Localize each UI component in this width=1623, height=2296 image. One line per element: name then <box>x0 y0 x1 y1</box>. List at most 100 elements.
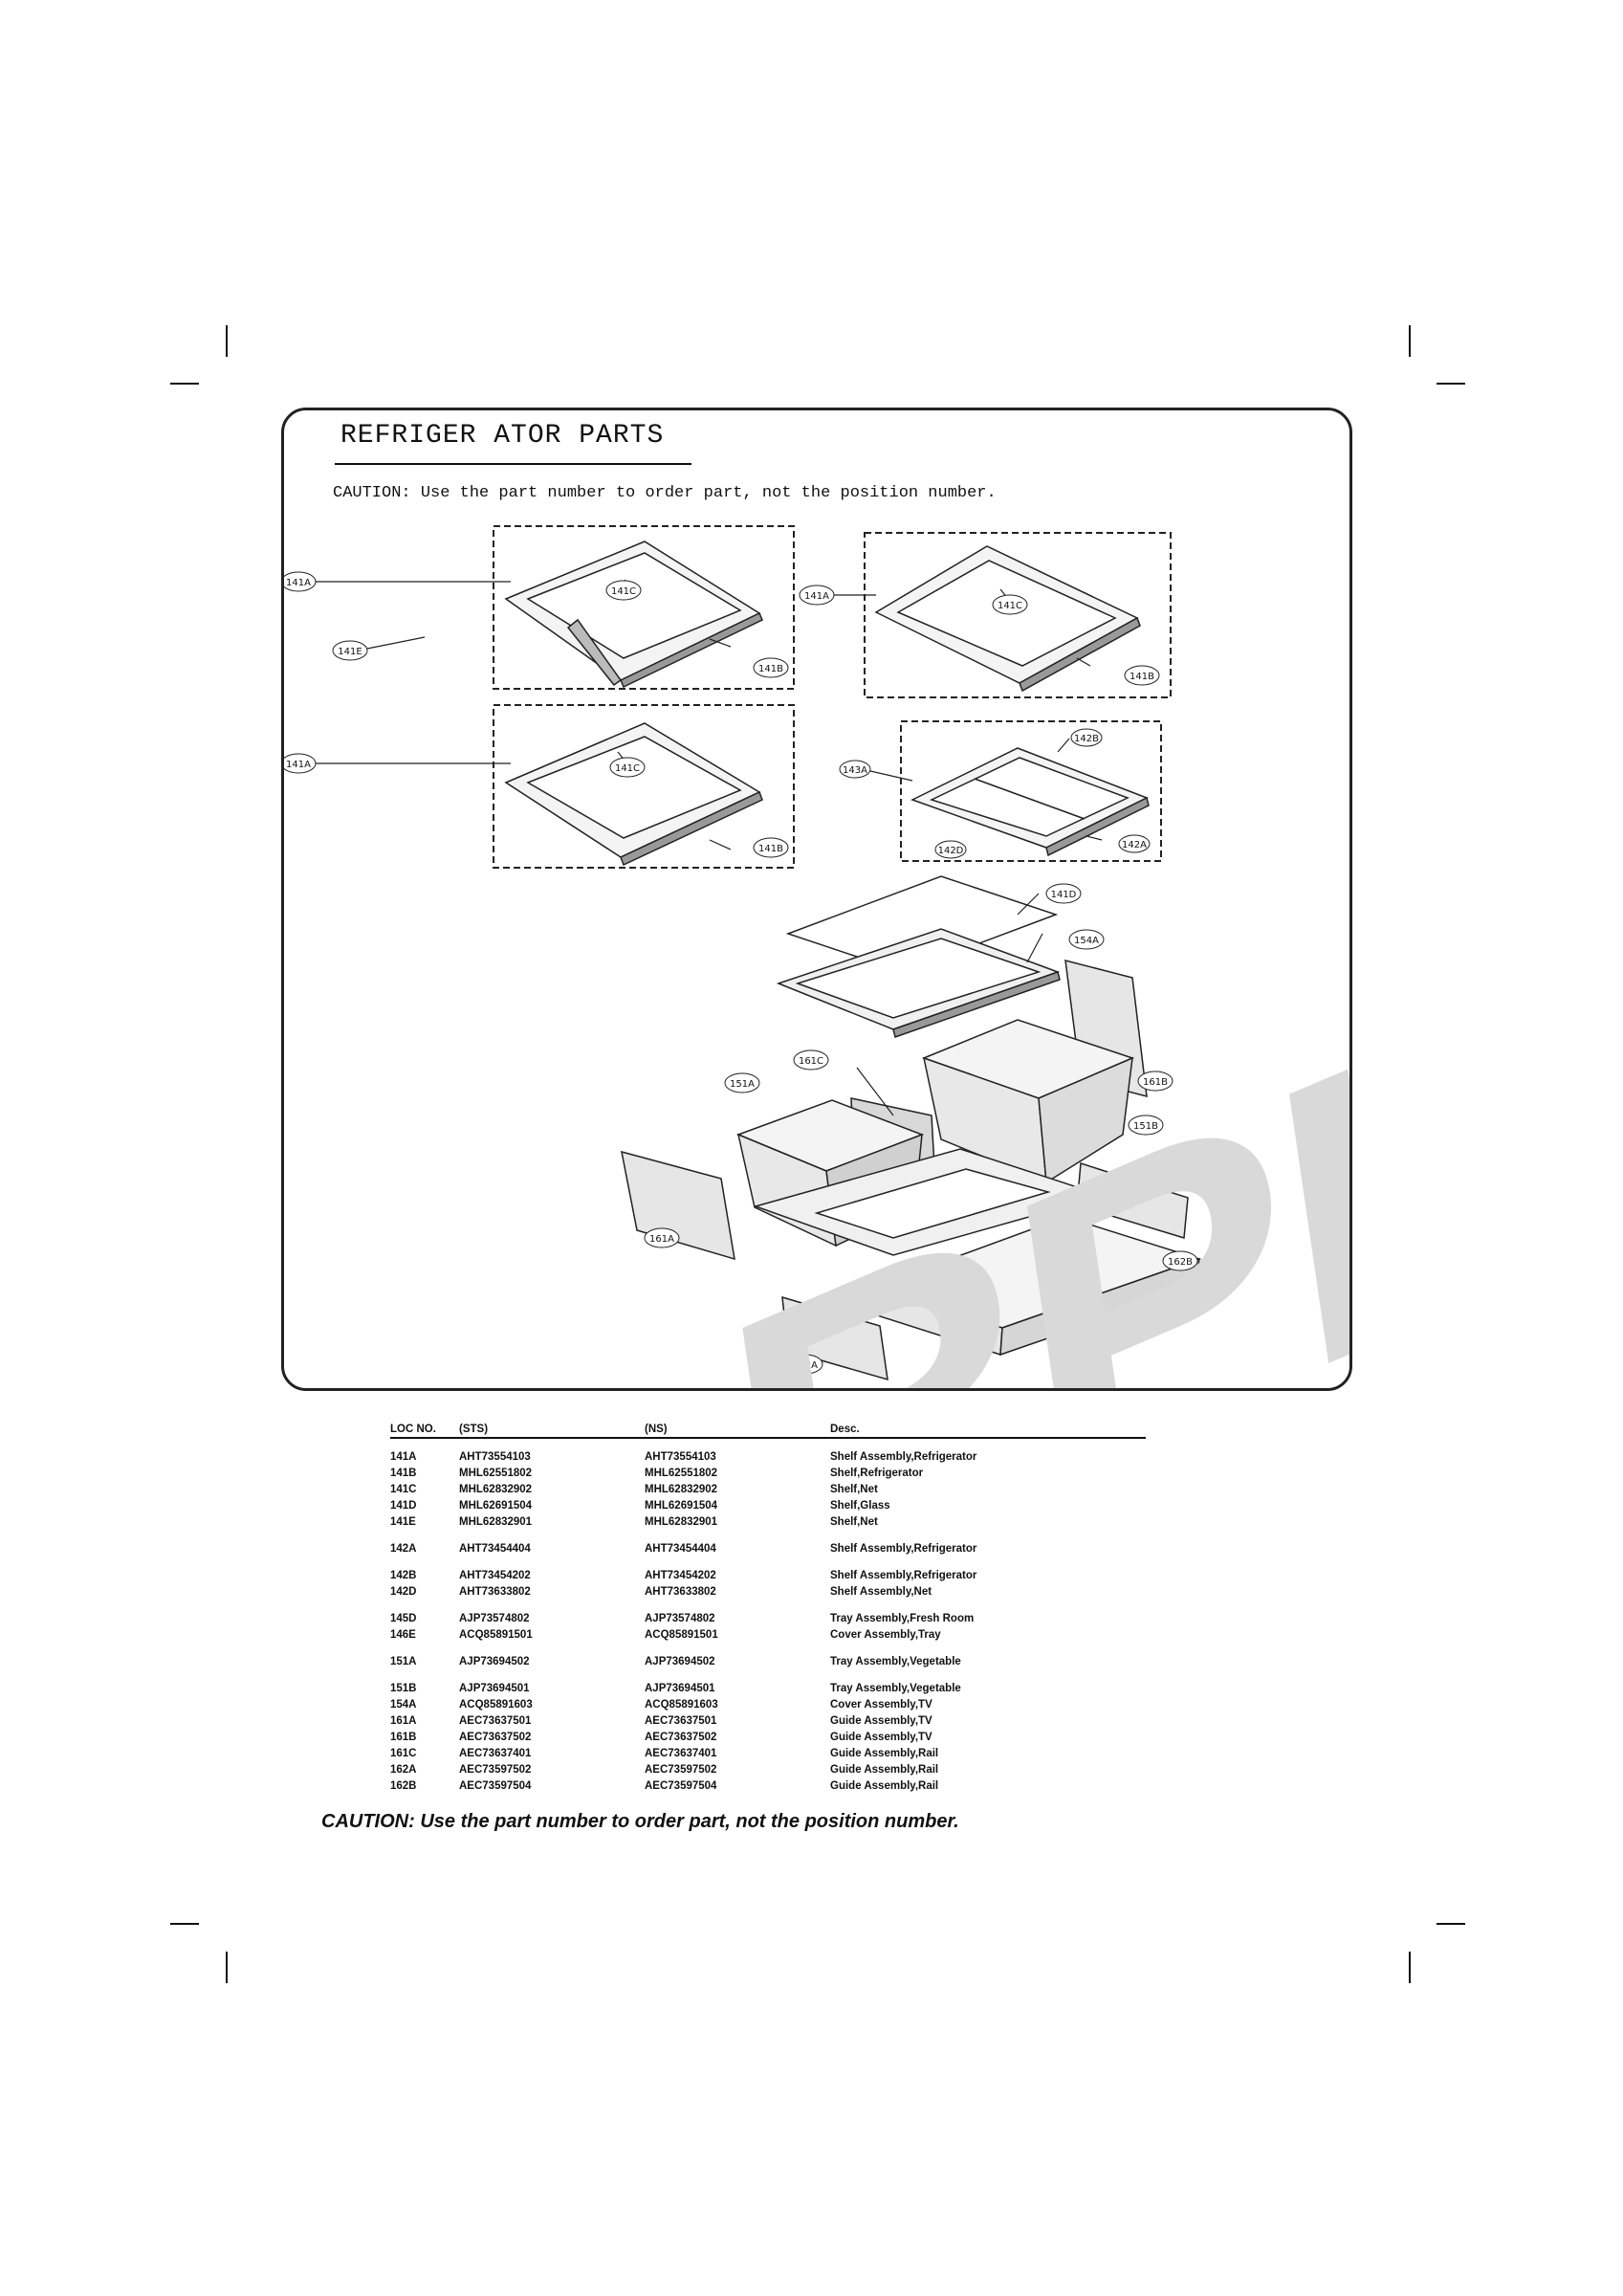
crop-mark-tl-v <box>226 325 228 357</box>
callout-b3: 141B <box>1124 665 1160 686</box>
svg-text:141B: 141B <box>1130 672 1154 682</box>
cell-sts: AEC73637401 <box>459 1748 532 1759</box>
cell-desc: Cover Assembly,TV <box>830 1699 932 1711</box>
cell-ns: AJP73694501 <box>645 1683 715 1694</box>
shelf-assembly-d <box>910 747 1150 857</box>
vegetable-tray-right <box>921 1019 1135 1184</box>
cell-ns: ACQ85891501 <box>645 1629 718 1641</box>
cell-sts: MHL62832902 <box>459 1484 533 1495</box>
cell-sts: MHL62832901 <box>459 1516 533 1528</box>
cell-desc: Tray Assembly,Fresh Room <box>830 1613 975 1624</box>
cell-ns: AJP73574802 <box>645 1613 715 1624</box>
cell-ns: AEC73597502 <box>645 1764 717 1776</box>
shelf-assembly-c <box>504 722 763 867</box>
cell-ns: AEC73637501 <box>645 1715 717 1727</box>
crop-mark-br-v <box>1409 1952 1411 1983</box>
callout-e9: 162A <box>787 1354 823 1375</box>
callout-a3: 141E <box>332 640 368 661</box>
callout-c2: 141C <box>609 757 646 778</box>
svg-text:141E: 141E <box>338 647 362 657</box>
svg-text:141B: 141B <box>758 664 783 674</box>
crop-mark-br-h <box>1437 1923 1465 1925</box>
callout-c1: 141A <box>281 753 317 774</box>
cell-loc: 146E <box>390 1629 416 1641</box>
cell-loc: 161C <box>390 1748 417 1759</box>
cell-sts: AEC73637502 <box>459 1732 532 1743</box>
cell-loc: 161A <box>390 1715 417 1727</box>
group-box-d <box>900 720 1162 862</box>
cell-loc: 161B <box>390 1732 417 1743</box>
cell-ns: AEC73637502 <box>645 1732 717 1743</box>
cell-loc: 141E <box>390 1516 416 1528</box>
parts-diagram: RPI <box>281 408 1352 1391</box>
svg-text:161B: 161B <box>1143 1077 1168 1088</box>
cell-desc: Shelf,Glass <box>830 1500 890 1512</box>
cell-desc: Cover Assembly,Tray <box>830 1629 941 1641</box>
cell-desc: Shelf Assembly,Refrigerator <box>830 1451 977 1463</box>
cell-ns: MHL62551802 <box>645 1468 718 1479</box>
cell-ns: AHT73454202 <box>645 1570 716 1581</box>
title-underline <box>335 463 691 465</box>
table-row: 141C MHL62832902 MHL62832902 Shelf,Net <box>390 1482 1146 1498</box>
cell-ns: MHL62832902 <box>645 1484 718 1495</box>
svg-text:162B: 162B <box>1168 1257 1193 1268</box>
svg-text:161C: 161C <box>799 1056 823 1067</box>
cell-sts: AEC73637501 <box>459 1715 532 1727</box>
svg-text:151A: 151A <box>730 1079 755 1090</box>
callout-c3: 141B <box>753 837 789 858</box>
cell-desc: Tray Assembly,Vegetable <box>830 1656 961 1667</box>
guide-rail-bottom <box>781 1295 888 1381</box>
svg-text:141C: 141C <box>998 601 1022 611</box>
group-box-a <box>493 525 795 690</box>
header-sts: (STS) <box>459 1424 645 1439</box>
svg-text:141A: 141A <box>286 578 311 588</box>
callout-a1: 141A <box>281 571 317 592</box>
cell-loc: 145D <box>390 1613 417 1624</box>
cell-desc: Shelf,Net <box>830 1484 878 1495</box>
footer-caution-text: CAUTION: Use the part number to order pa… <box>321 1811 959 1832</box>
cell-sts: MHL62691504 <box>459 1500 533 1512</box>
callout-a4: 141B <box>753 657 789 678</box>
section-title: REFRIGER ATOR PARTS <box>340 421 665 451</box>
svg-text:141A: 141A <box>286 760 311 770</box>
cell-loc: 162A <box>390 1764 417 1776</box>
cell-desc: Tray Assembly,Vegetable <box>830 1683 961 1694</box>
cell-desc: Shelf Assembly,Refrigerator <box>830 1570 977 1581</box>
cell-ns: AHT73633802 <box>645 1586 716 1598</box>
cell-loc: 141C <box>390 1484 417 1495</box>
cell-sts: AHT73454404 <box>459 1543 531 1555</box>
cell-sts: AEC73597502 <box>459 1764 532 1776</box>
header-loc: LOC NO. <box>390 1424 459 1439</box>
crop-mark-bl-h <box>170 1923 199 1925</box>
svg-text:151B: 151B <box>1133 1121 1158 1132</box>
cell-desc: Guide Assembly,TV <box>830 1732 932 1743</box>
callout-d3: 142D <box>934 840 967 859</box>
cell-loc: 151A <box>390 1656 417 1667</box>
cell-loc: 162B <box>390 1780 417 1792</box>
svg-text:141C: 141C <box>615 763 640 774</box>
group-box-b <box>864 532 1172 698</box>
svg-text:143A: 143A <box>843 765 867 776</box>
cell-ns: AJP73694502 <box>645 1656 715 1667</box>
crop-mark-tr-v <box>1409 325 1411 357</box>
cell-loc: 154A <box>390 1699 417 1711</box>
cell-ns: AEC73597504 <box>645 1780 717 1792</box>
cell-loc: 151B <box>390 1683 417 1694</box>
cell-desc: Shelf Assembly,Refrigerator <box>830 1543 977 1555</box>
frame-caution-text: CAUTION: Use the part number to order pa… <box>333 484 997 502</box>
cell-desc: Shelf,Net <box>830 1516 878 1528</box>
callout-a2: 141C <box>605 580 642 601</box>
svg-text:162A: 162A <box>793 1360 818 1371</box>
callout-e3: 161C <box>793 1049 829 1071</box>
callout-e2: 154A <box>1068 929 1105 950</box>
